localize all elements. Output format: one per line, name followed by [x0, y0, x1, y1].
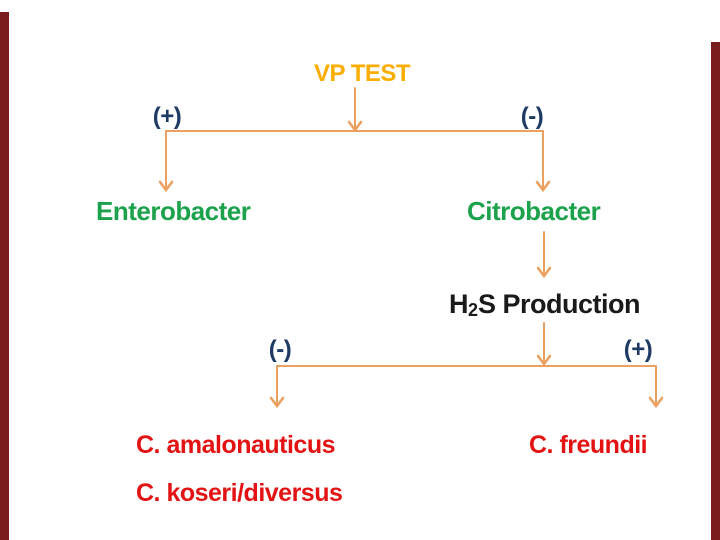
h2s-suffix: S Production: [478, 289, 641, 319]
left-edge-bar: [0, 12, 9, 540]
h2s-negative-sign: (-): [268, 336, 292, 363]
arrow-vptest-down: [347, 87, 363, 133]
result-c-koseri-diversus: C. koseri/diversus: [136, 479, 343, 507]
result-enterobacter: Enterobacter: [96, 196, 251, 226]
vp-positive-sign: (+): [152, 103, 182, 130]
arrow-h2s-negative-down: [269, 365, 285, 409]
result-c-freundii: C. freundii: [529, 431, 648, 459]
h2s-production-label: H2S Production: [449, 289, 641, 320]
arrow-citrobacter-to-h2s: [536, 231, 552, 279]
h2s-prefix: H: [449, 289, 469, 319]
arrow-h2s-positive-down: [648, 365, 664, 409]
diagram-title: VP TEST: [313, 60, 411, 87]
arrow-vp-positive-down: [158, 130, 174, 193]
result-citrobacter: Citrobacter: [467, 196, 601, 226]
h2s-subscript: 2: [468, 300, 479, 320]
arrow-vp-negative-down: [535, 130, 551, 193]
vp-negative-sign: (-): [520, 103, 544, 130]
result-c-amalonauticus: C. amalonauticus: [136, 431, 336, 459]
right-edge-bar: [711, 42, 720, 540]
h2s-positive-sign: (+): [623, 336, 653, 363]
arrow-h2s-down: [536, 322, 552, 367]
